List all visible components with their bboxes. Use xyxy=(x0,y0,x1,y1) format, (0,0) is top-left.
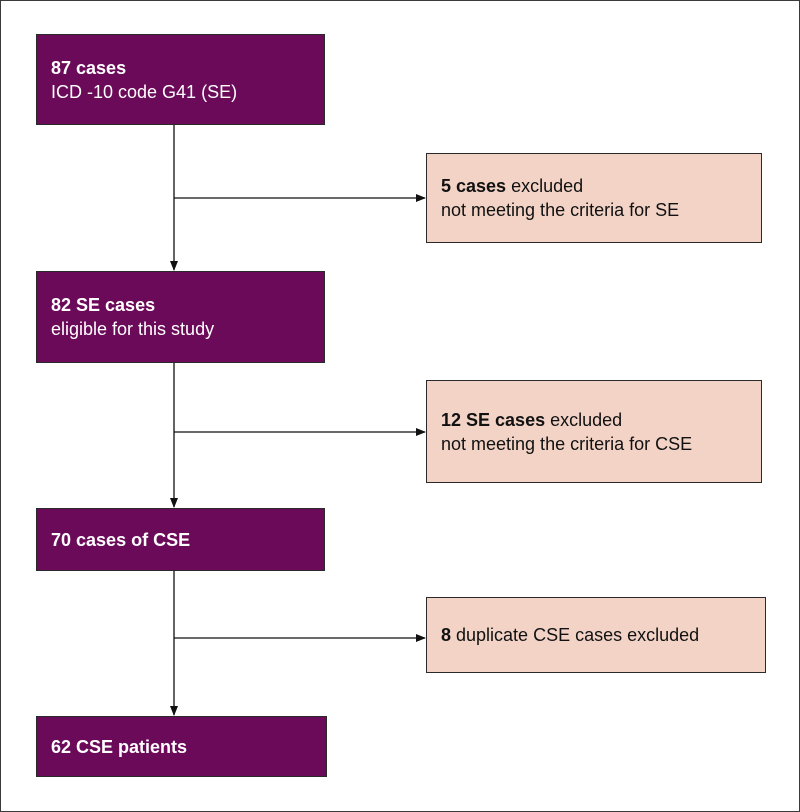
step-3-count: 70 cases of CSE xyxy=(51,529,191,550)
step-70-cse-cases-box: 70 cases of CSE xyxy=(36,508,325,571)
exclusion-box-1: 5 cases excluded not meeting the criteri… xyxy=(426,153,762,243)
exclusion-box-3: 8 duplicate CSE cases excluded xyxy=(426,597,766,673)
exclusion-1-reason: not meeting the criteria for SE xyxy=(441,200,680,220)
step-62-cse-patients-box: 62 CSE patients xyxy=(36,716,327,777)
exclusion-2-reason: not meeting the criteria for CSE xyxy=(441,433,693,454)
step-2-count: 82 SE cases xyxy=(51,295,156,315)
step-4-count: 62 CSE patients xyxy=(51,736,188,757)
step-1-detail: ICD -10 code G41 (SE) xyxy=(51,81,238,102)
exclusion-1-count: 5 cases xyxy=(441,176,507,196)
step-1-count: 87 cases xyxy=(51,57,127,78)
exclusion-3-count: 8 xyxy=(441,625,452,645)
exclusion-3-suffix: duplicate CSE cases excluded xyxy=(451,625,700,645)
exclusion-1-title: 5 cases excluded xyxy=(441,174,747,198)
step-82-se-cases-box: 82 SE cases eligible for this study xyxy=(36,271,325,363)
step-2-detail: eligible for this study xyxy=(51,319,215,339)
exclusion-box-2: 12 SE cases excluded not meeting the cri… xyxy=(426,380,762,483)
exclusion-1-suffix: excluded xyxy=(506,176,584,196)
exclusion-3-title: 8 duplicate CSE cases excluded xyxy=(441,623,751,647)
step-87-cases-box: 87 cases ICD -10 code G41 (SE) xyxy=(36,34,325,125)
exclusion-2-count: 12 SE cases xyxy=(441,409,546,430)
exclusion-2-suffix: excluded xyxy=(545,409,623,430)
exclusion-2-title: 12 SE cases excluded xyxy=(441,408,747,432)
